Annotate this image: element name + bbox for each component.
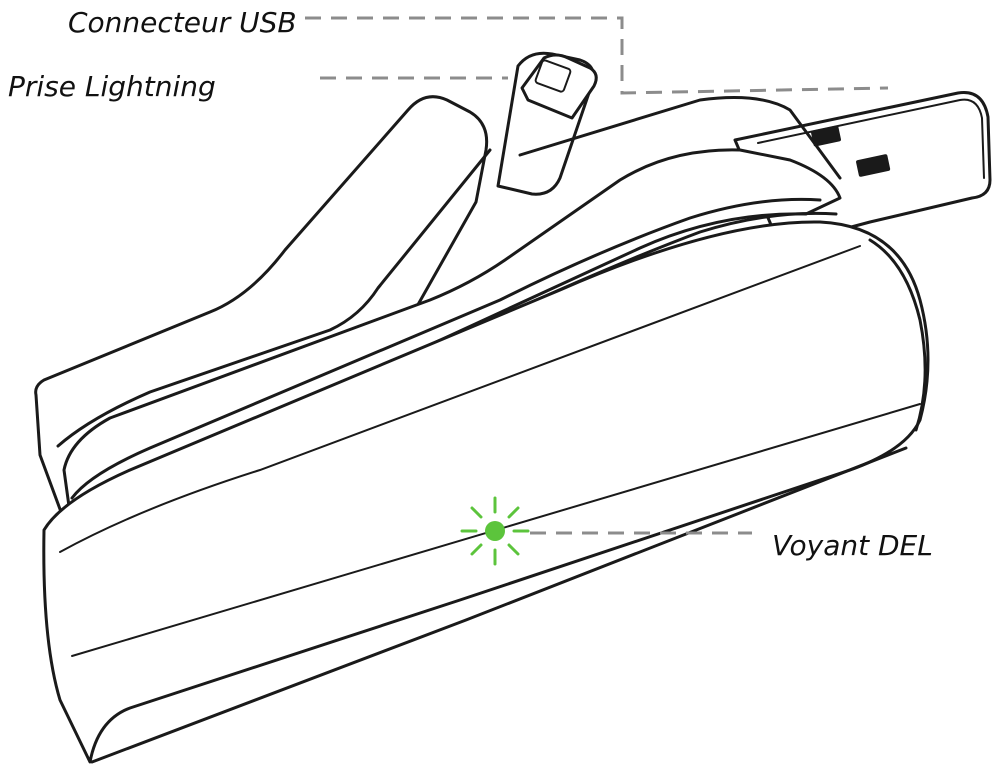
- housing-main-top-seam: [59, 245, 861, 553]
- leader-usb: [305, 16, 889, 95]
- lightning-plug: [496, 51, 598, 196]
- label-usb-connector: Connecteur USB: [68, 6, 297, 39]
- label-lightning-plug: Prise Lightning: [8, 70, 216, 103]
- lightning-plug-grille: [534, 59, 572, 93]
- housing-groove-3: [518, 96, 842, 180]
- cable-wrap-inner-line: [56, 148, 492, 448]
- housing-main-bottom-edge: [90, 446, 908, 764]
- leader-lines: [305, 16, 889, 535]
- lightning-plug-tip: [520, 53, 598, 120]
- usb-contact-right: [856, 154, 891, 177]
- led-rays: [460, 496, 530, 566]
- housing-groove-1: [70, 197, 822, 500]
- housing-main: [42, 220, 930, 764]
- usb-plug-edge: [757, 98, 985, 179]
- led-light-icon: [460, 496, 530, 566]
- housing-main-right-edge: [868, 238, 927, 432]
- usb-contact-left: [811, 125, 841, 147]
- label-led-indicator: Voyant DEL: [772, 529, 933, 562]
- housing-main-body: [42, 220, 930, 764]
- led-dot: [485, 521, 505, 541]
